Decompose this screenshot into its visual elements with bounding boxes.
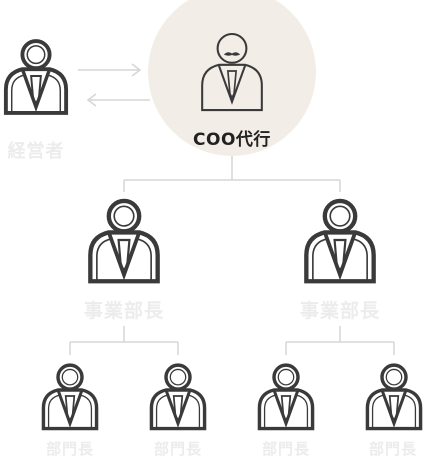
- department-head-2-person-icon: [149, 363, 207, 431]
- division-head-1-label: 事業部長: [83, 300, 165, 322]
- division-head-2-person-icon: [306, 201, 373, 281]
- coo-label: COO代行: [193, 130, 271, 150]
- executive-person-icon: [3, 39, 69, 115]
- division-head-2-label: 事業部長: [299, 300, 381, 322]
- coo-highlight-circle: [148, 0, 316, 156]
- department-head-4-label: 部門長: [368, 440, 418, 458]
- division-head-1-person-icon: [90, 201, 157, 281]
- coo-person-icon: [201, 32, 263, 112]
- department-head-1-person-icon: [41, 363, 99, 431]
- department-head-2-label: 部門長: [153, 440, 203, 458]
- executive-label: 経営者: [7, 141, 65, 162]
- arrow-to-coo-head: [131, 63, 142, 77]
- arrow-to-executive-head: [86, 93, 97, 107]
- department-head-3-label: 部門長: [261, 440, 311, 458]
- department-head-3-person-icon: [257, 363, 315, 431]
- department-head-1-label: 部門長: [45, 440, 95, 458]
- department-head-4-person-icon: [365, 363, 423, 431]
